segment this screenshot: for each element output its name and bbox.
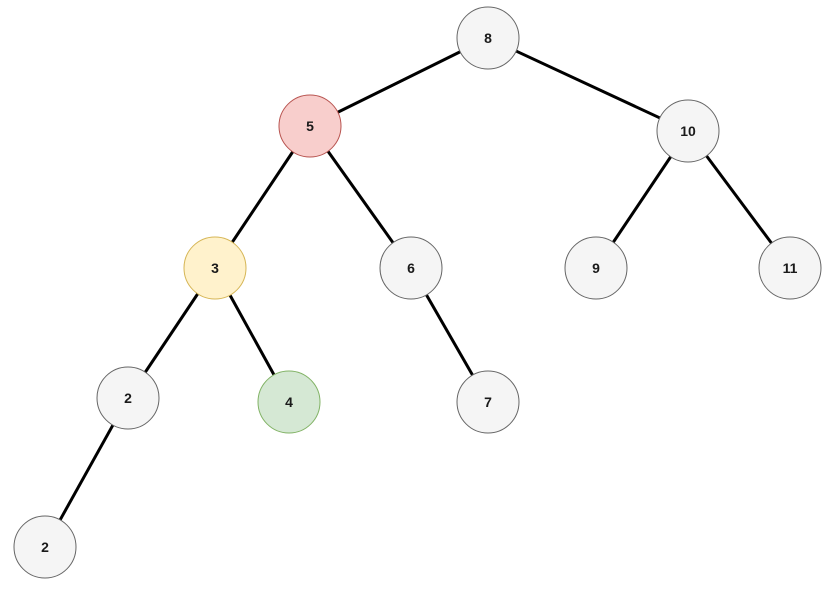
node-label: 10	[680, 123, 696, 139]
node-label: 8	[484, 30, 492, 46]
tree-node[interactable]: 3	[183, 236, 247, 300]
tree-node[interactable]: 7	[456, 370, 520, 434]
edge-n3-n4	[228, 294, 276, 376]
edge-n10-n9	[612, 155, 672, 244]
tree-node[interactable]: 10	[656, 99, 720, 163]
tree-node[interactable]: 6	[379, 236, 443, 300]
edge-n10-n11	[705, 154, 773, 245]
node-circle	[13, 515, 77, 579]
node-label: 9	[592, 260, 600, 276]
tree-node[interactable]: 9	[564, 236, 628, 300]
edge-n5-n6	[326, 150, 395, 244]
node-circle	[257, 370, 321, 434]
node-circle	[278, 94, 342, 158]
tree-node[interactable]: 2	[96, 366, 160, 430]
tree-node[interactable]: 8	[456, 6, 520, 70]
tree-node[interactable]: 4	[257, 370, 321, 434]
node-label: 2	[41, 539, 49, 555]
node-circle	[758, 236, 822, 300]
tree-node[interactable]: 11	[758, 236, 822, 300]
node-circle	[656, 99, 720, 163]
edge-n8-n10	[515, 49, 661, 120]
edge-n6-n7	[425, 294, 474, 376]
node-circle	[456, 6, 520, 70]
node-circle	[456, 370, 520, 434]
edge-n8-n5	[337, 50, 461, 114]
edge-n2a-n2b	[58, 424, 115, 521]
node-label: 4	[285, 394, 293, 410]
tree-node[interactable]: 5	[278, 94, 342, 158]
node-circle	[564, 236, 628, 300]
node-label: 6	[407, 260, 415, 276]
tree-node[interactable]: 2	[13, 515, 77, 579]
node-label: 11	[783, 260, 798, 276]
node-circle	[96, 366, 160, 430]
node-label: 5	[306, 118, 314, 134]
node-label: 3	[211, 260, 219, 276]
node-circle	[183, 236, 247, 300]
node-label: 7	[484, 394, 492, 410]
node-circle	[379, 236, 443, 300]
node-label: 2	[124, 390, 132, 406]
edge-n5-n3	[230, 150, 295, 244]
edge-n3-n2a	[143, 292, 200, 374]
